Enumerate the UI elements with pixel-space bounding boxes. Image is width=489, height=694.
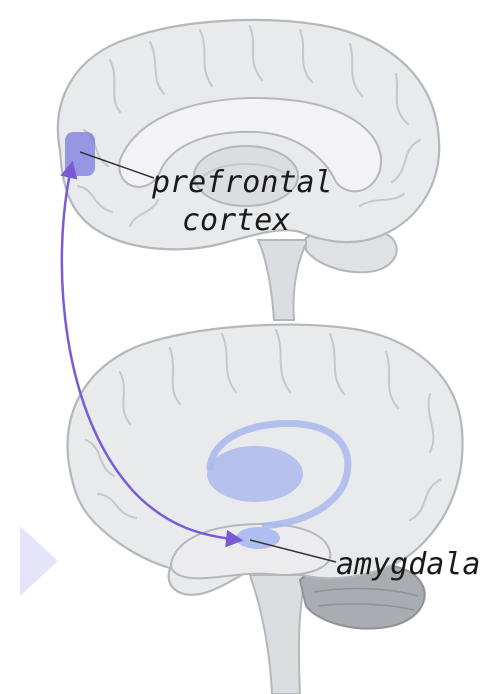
thalamus-lateral bbox=[207, 446, 303, 502]
prefrontal-label-line2: cortex bbox=[182, 203, 290, 238]
triangle-pointer-icon bbox=[20, 526, 58, 596]
prefrontal-highlight bbox=[65, 132, 95, 176]
sagittal-brainstem bbox=[258, 240, 308, 320]
lateral-brainstem bbox=[250, 575, 306, 694]
prefrontal-label-line1: prefrontal bbox=[151, 165, 333, 200]
lateral-brain bbox=[68, 325, 463, 694]
amygdala-label: amygdala bbox=[336, 547, 481, 582]
